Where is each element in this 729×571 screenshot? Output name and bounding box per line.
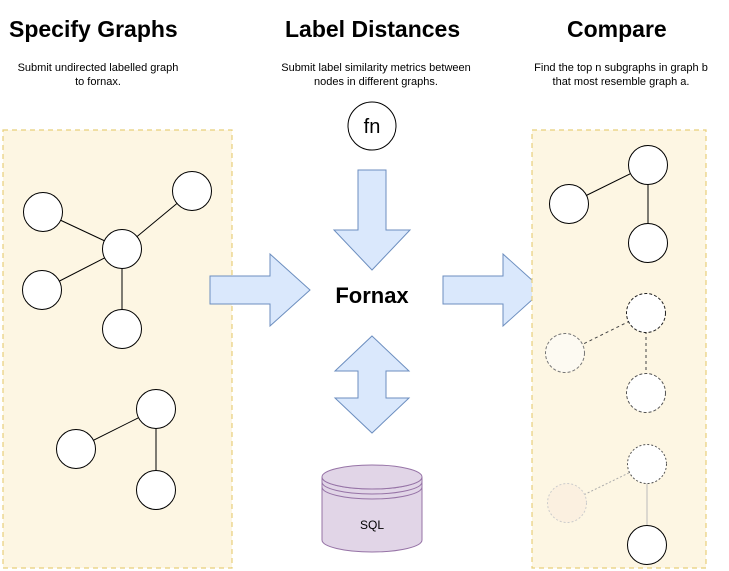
graph-node — [627, 444, 667, 484]
description-line: that most resemble graph a. — [552, 76, 690, 88]
graph-node — [547, 483, 587, 523]
description-line: nodes in different graphs. — [314, 76, 438, 88]
description-line: Submit undirected labelled graph — [17, 62, 179, 74]
database-ring — [321, 486, 423, 500]
fornax-label: Fornax — [335, 283, 409, 308]
match-result-1 — [549, 145, 668, 263]
description-line: Submit label similarity metrics between — [281, 62, 471, 74]
heading-compare: Compare — [567, 16, 667, 42]
graph-node — [23, 192, 63, 232]
function-node-label: fn — [364, 116, 381, 138]
graph-node — [102, 229, 142, 269]
description-compare: Find the top n subgraphs in graph b that… — [516, 61, 726, 89]
input-graph-a — [22, 171, 212, 349]
graph-node — [102, 309, 142, 349]
function-node — [347, 101, 397, 151]
graph-node — [136, 470, 176, 510]
match-result-3 — [547, 444, 667, 565]
description-label-distances: Submit label similarity metrics between … — [262, 61, 490, 89]
graph-node — [56, 429, 96, 469]
down-arrow-label-distances — [332, 169, 412, 271]
graph-node — [626, 373, 666, 413]
graph-node — [628, 223, 668, 263]
right-arrow-results — [442, 252, 544, 328]
bidirectional-arrow-database — [333, 335, 411, 434]
graph-node — [545, 333, 585, 373]
graph-node — [22, 270, 62, 310]
input-graph-b — [56, 389, 176, 510]
description-specify-graphs: Submit undirected labelled graph to forn… — [0, 61, 196, 89]
sql-database-icon — [321, 464, 423, 553]
graph-node — [627, 525, 667, 565]
database-label: SQL — [360, 518, 384, 532]
graph-edge — [566, 463, 648, 504]
graph-node — [549, 184, 589, 224]
description-line: Find the top n subgraphs in graph b — [534, 62, 708, 74]
match-result-2 — [545, 293, 666, 413]
heading-label-distances: Label Distances — [285, 16, 461, 42]
database-ring — [321, 481, 423, 495]
heading-specify-graphs: Specify Graphs — [9, 16, 178, 42]
description-line: to fornax. — [75, 76, 121, 88]
graph-node — [628, 145, 668, 185]
graph-node — [136, 389, 176, 429]
graph-node — [626, 293, 666, 333]
graph-node — [172, 171, 212, 211]
right-arrow-input — [209, 252, 311, 328]
database-top — [321, 464, 423, 490]
